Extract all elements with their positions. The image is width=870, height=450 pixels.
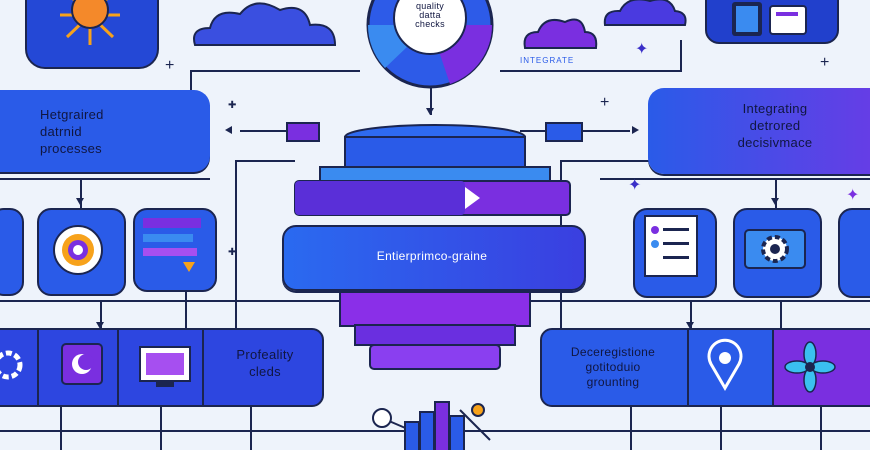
- star-deco: ✦: [628, 177, 642, 194]
- flower-icon: [784, 341, 836, 393]
- integrate-caption: INTEGRATE: [520, 56, 575, 65]
- gear-icon: [744, 229, 806, 269]
- dot-deco: ✚: [228, 100, 237, 111]
- monitor-icon: [732, 2, 807, 36]
- connector: [630, 405, 632, 450]
- connector: [235, 160, 237, 330]
- connector: [240, 130, 320, 132]
- connector: [235, 160, 295, 162]
- strip-segment: [542, 330, 689, 405]
- connector: [560, 160, 660, 162]
- cloud-icon: [193, 2, 337, 46]
- connector: [430, 75, 432, 115]
- strip-segment: [117, 330, 204, 405]
- connector: [250, 405, 252, 450]
- connector: [190, 70, 360, 72]
- connector: [680, 40, 682, 72]
- target-icon: [53, 225, 103, 275]
- plus-deco: +: [600, 94, 610, 111]
- plus-deco: +: [165, 57, 175, 74]
- connector: [775, 178, 777, 208]
- right-process-box: [648, 88, 870, 174]
- connector: [780, 302, 782, 330]
- monitor-icon: [139, 346, 191, 387]
- left-process-box: [0, 90, 210, 172]
- bottom-left-label: Profeality cleds: [236, 347, 294, 379]
- connector: [720, 405, 722, 450]
- right-edge-tile: [838, 208, 870, 298]
- connector: [80, 180, 82, 210]
- connector: [500, 70, 680, 72]
- document-icon: [644, 215, 698, 277]
- map-pin-icon: [707, 338, 743, 391]
- tab-connector: [545, 122, 583, 142]
- left-edge-tile: [0, 208, 24, 296]
- sun-icon: [60, 0, 120, 45]
- strip-segment: [0, 330, 39, 405]
- connector: [60, 405, 62, 450]
- bottom-right-label: Deceregistione gotitoduio grounting: [570, 345, 656, 389]
- strip-segment: [37, 330, 119, 405]
- strip-segment: [687, 330, 774, 405]
- connector: [0, 178, 210, 180]
- gear-icon: [0, 350, 23, 380]
- connector: [190, 70, 192, 90]
- enterprise-box: [282, 225, 586, 291]
- enterprise-label: Entierprimco-graine: [376, 249, 488, 263]
- connector: [160, 405, 162, 450]
- connector: [185, 290, 187, 330]
- list-icon: [143, 218, 201, 272]
- database-icon: [294, 124, 571, 370]
- star-deco: ✦: [635, 41, 649, 58]
- left-process-label: Hetgraired datrnid processes: [40, 107, 104, 156]
- star-deco: ✦: [846, 187, 860, 204]
- dot-deco: ✚: [228, 247, 237, 258]
- connector: [100, 302, 102, 330]
- connector: [600, 178, 870, 180]
- right-process-label: Integrating detrored decisivmace: [737, 101, 813, 150]
- plus-deco: +: [820, 54, 830, 71]
- quality-wheel: [366, 0, 494, 89]
- tab-connector: [286, 122, 320, 142]
- connector: [820, 405, 822, 450]
- moon-icon: [61, 343, 103, 385]
- bar-chart-icon: [372, 401, 491, 450]
- cloud-icon: [603, 0, 687, 26]
- quality-label: quality datta checks: [415, 1, 445, 29]
- connector: [690, 302, 692, 330]
- cloud-icon: [523, 18, 598, 49]
